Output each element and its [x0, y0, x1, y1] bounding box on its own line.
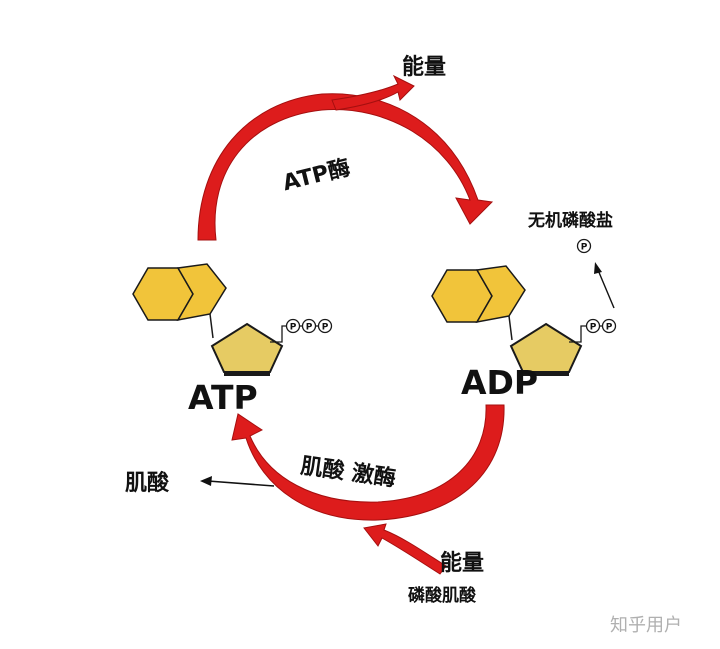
adp-base-sugar-bond — [508, 315, 513, 341]
adp-phosphate-symbol: P — [590, 323, 597, 333]
atp-phosphate-circle — [317, 318, 333, 334]
atp-phosphate-1: P — [285, 318, 301, 334]
creatine-label: 肌酸 — [125, 471, 170, 496]
adp-phosphate-symbol: P — [606, 323, 613, 333]
atp-molecule: P P P — [132, 263, 333, 376]
bottom-cycle-arrow — [231, 404, 505, 521]
atp-phosphate-2: P — [301, 318, 317, 334]
atp-phosphate-symbol: P — [290, 323, 297, 333]
top-cycle-arrow — [197, 93, 494, 241]
adp-label: ADP — [461, 363, 538, 402]
atp-phosphate-link — [270, 325, 286, 343]
watermark: 知乎用户 — [610, 615, 682, 636]
adp-phosphate-link — [569, 325, 586, 343]
phosphocreatine-energy-arrow — [363, 523, 447, 575]
free-phosphate: P — [576, 238, 592, 254]
energy-release-arrow — [331, 74, 415, 111]
atp-phosphate-symbol: P — [306, 323, 313, 333]
free-phosphate-circle — [576, 238, 592, 254]
atp-phosphate-symbol: P — [322, 323, 329, 333]
adp-phosphate-2: P — [601, 318, 617, 334]
atp-enzyme-label: ATP酶 — [280, 155, 352, 196]
adp-phosphate-1: P — [585, 318, 601, 334]
energy-top-label: 能量 — [402, 54, 446, 80]
creatine-arrow-line — [207, 480, 275, 487]
atp-phosphate-3: P — [317, 318, 333, 334]
energy-bottom-label: 能量 — [440, 550, 484, 576]
phosphate-release-arrow-line — [597, 269, 615, 309]
phosphate-release-arrowhead — [594, 262, 602, 274]
atp-ribose-sugar — [210, 322, 284, 373]
atp-base-sugar-bond — [209, 313, 214, 339]
creatine-arrowhead — [200, 476, 212, 486]
adp-phosphate-circle — [601, 318, 617, 334]
phosphocreatine-label: 磷酸肌酸 — [408, 585, 477, 606]
atp-label: ATP — [188, 378, 258, 417]
free-phosphate-symbol: P — [581, 243, 588, 253]
creatine-kinase-label: 肌酸 激酶 — [299, 453, 397, 492]
inorganic-phosphate-label: 无机磷酸盐 — [527, 210, 613, 231]
adp-molecule: P P — [431, 265, 617, 376]
